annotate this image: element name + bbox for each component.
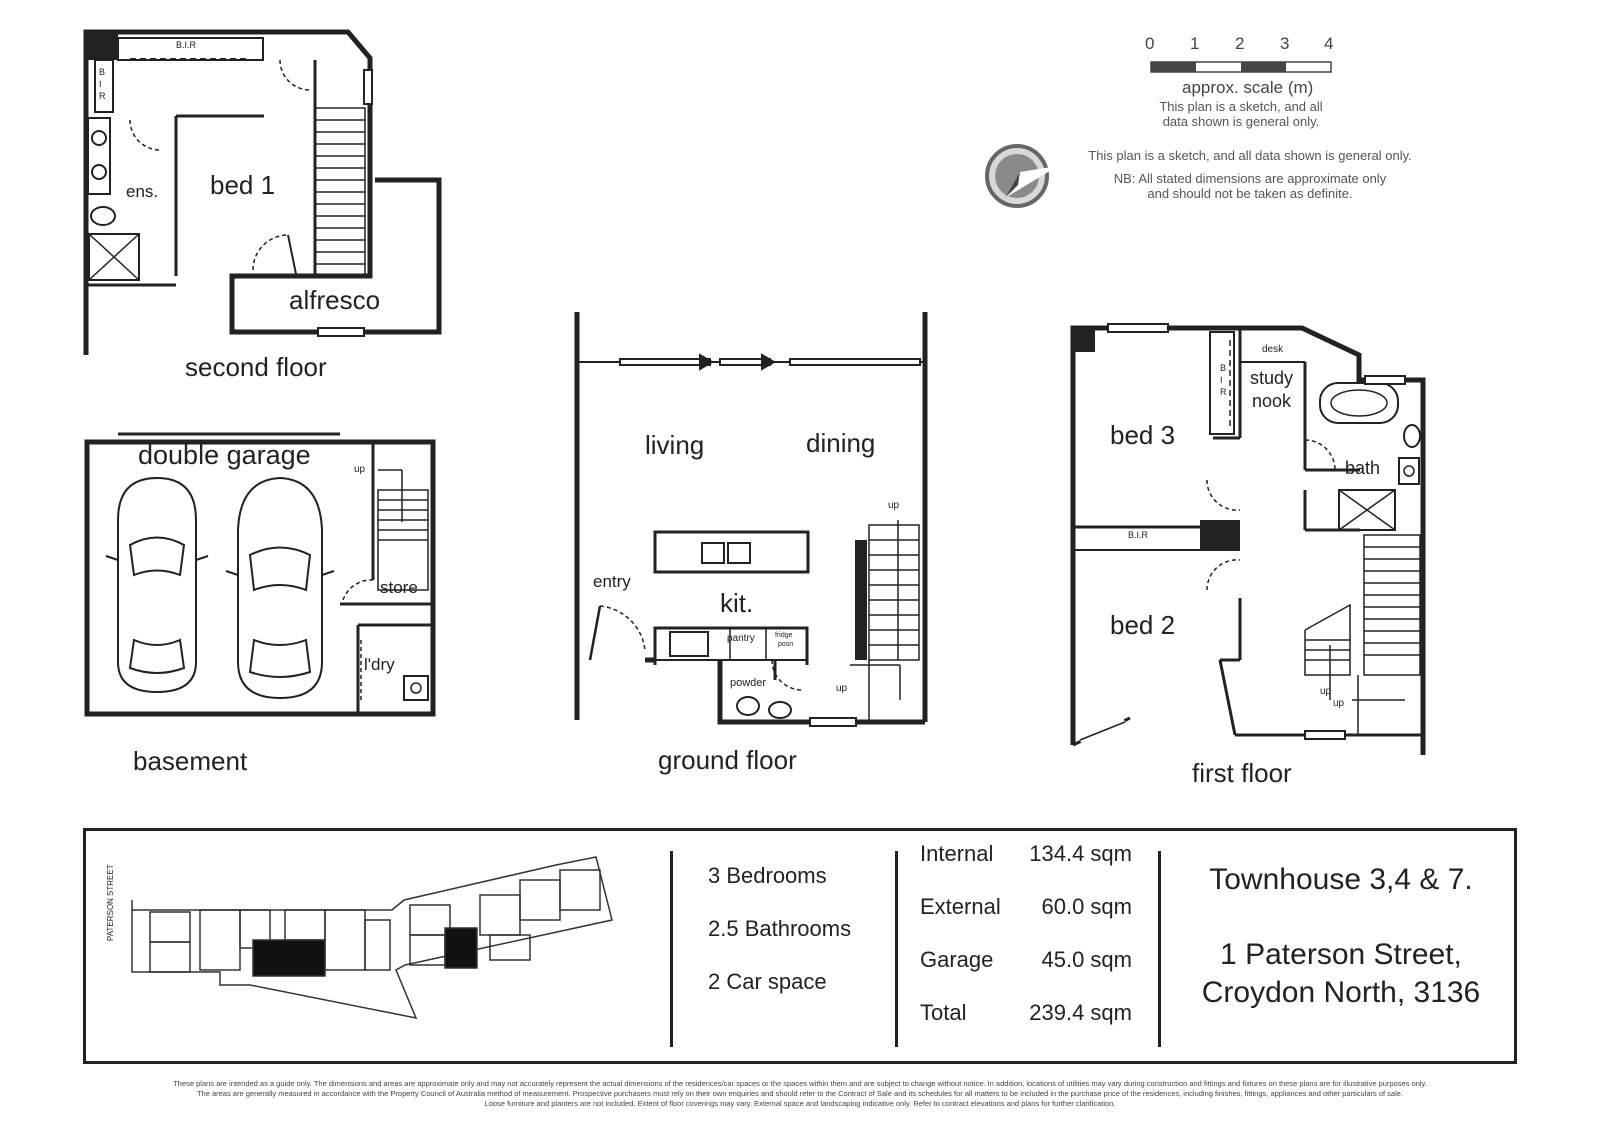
scale-tick-3: 3	[1280, 34, 1290, 53]
address-line-1: 1 Paterson Street,	[1220, 938, 1462, 971]
bed2-label: bed 2	[1110, 610, 1176, 640]
entry-label: entry	[593, 572, 631, 591]
property-title: Townhouse 3,4 & 7.	[1209, 863, 1473, 896]
bed3-label: bed 3	[1110, 420, 1176, 450]
street-label: PATERSON STREET	[106, 864, 115, 941]
compass-note-3: and should not be taken as definite.	[1147, 186, 1353, 201]
living-label: living	[645, 430, 705, 460]
ens-label: ens.	[126, 182, 159, 201]
scale-label: approx. scale (m)	[1182, 78, 1314, 97]
scale-tick-0: 0	[1145, 34, 1155, 53]
car-right-icon	[225, 476, 335, 700]
disclaimer-line-1: These plans are intended as a guide only…	[173, 1079, 1427, 1088]
scale-tick-4: 4	[1324, 34, 1334, 53]
ground-floor-title: ground floor	[658, 745, 797, 775]
north-compass-icon	[985, 144, 1058, 208]
scale-bar	[1150, 61, 1332, 73]
fridge-label-2: posn	[778, 641, 794, 648]
first-bir-side-label: B I R	[1220, 363, 1227, 397]
area-label-external: External	[920, 894, 1001, 919]
basement-plan	[84, 432, 436, 717]
disclaimer-line-3: Loose furniture and planters are not inc…	[484, 1099, 1116, 1108]
alfresco-label: alfresco	[289, 285, 381, 315]
study-label: study	[1250, 368, 1294, 388]
site-plan	[131, 856, 613, 1020]
scale-tick-1: 1	[1190, 34, 1200, 53]
bir-label: B.I.R	[176, 40, 197, 50]
bed1-label: bed 1	[210, 170, 276, 200]
first-bir-label: B.I.R	[1128, 530, 1149, 540]
first-up-label-1: up	[1320, 686, 1332, 697]
divider-1	[670, 851, 673, 1047]
area-label-internal: Internal	[920, 841, 994, 866]
disclaimer-line-2: The areas are generally measured in acco…	[196, 1089, 1404, 1098]
second-floor-title: second floor	[185, 352, 327, 382]
bedrooms-stat: 3 Bedrooms	[708, 863, 827, 888]
double-garage-label: double garage	[138, 440, 311, 470]
dining-label: dining	[806, 428, 876, 458]
property-info-panel: PATERSON STREET 3 Bedrooms 2.5 Bathrooms…	[83, 828, 1517, 1064]
kitchen-label: kit.	[720, 588, 754, 618]
ground-up-label-2: up	[836, 683, 848, 694]
first-up-label-2: up	[1333, 698, 1345, 709]
ground-floor-plan	[574, 312, 928, 727]
ground-up-label-1: up	[888, 500, 900, 511]
area-label-total: Total	[920, 1000, 967, 1025]
second-floor-plan	[83, 29, 442, 355]
divider-3	[1158, 851, 1161, 1047]
divider-2	[895, 851, 898, 1047]
bir-side-label: B I R	[99, 67, 106, 101]
basement-title: basement	[133, 746, 248, 776]
pantry-label: pantry	[727, 633, 755, 644]
store-label: store	[380, 578, 418, 597]
area-value-total: 239.4 sqm	[1029, 1000, 1132, 1025]
bath-label: bath	[1345, 458, 1381, 478]
scale-tick-2: 2	[1235, 34, 1245, 53]
scale-note-1: This plan is a sketch, and all	[1159, 99, 1323, 114]
compass-note-2: NB: All stated dimensions are approximat…	[1113, 171, 1387, 186]
area-value-internal: 134.4 sqm	[1029, 841, 1132, 866]
basement-up-label: up	[354, 464, 366, 475]
bathrooms-stat: 2.5 Bathrooms	[708, 916, 852, 941]
area-value-garage: 45.0 sqm	[1041, 947, 1133, 972]
area-label-garage: Garage	[920, 947, 994, 972]
nook-label: nook	[1252, 391, 1292, 411]
compass-note-1: This plan is a sketch, and all data show…	[1088, 148, 1412, 163]
laundry-label: l'dry	[364, 655, 395, 674]
legal-disclaimer: These plans are intended as a guide only…	[66, 1079, 1534, 1109]
first-floor-title: first floor	[1192, 758, 1292, 788]
scale-note-2: data shown is general only.	[1162, 114, 1320, 129]
fridge-label-1: fridge	[775, 632, 793, 639]
first-floor-plan	[1070, 323, 1426, 755]
desk-label: desk	[1262, 344, 1284, 355]
car-space-stat: 2 Car space	[708, 969, 827, 994]
car-left-icon	[105, 476, 209, 694]
powder-label: powder	[730, 677, 767, 689]
address-line-2: Croydon North, 3136	[1201, 976, 1481, 1009]
area-value-external: 60.0 sqm	[1041, 894, 1133, 919]
